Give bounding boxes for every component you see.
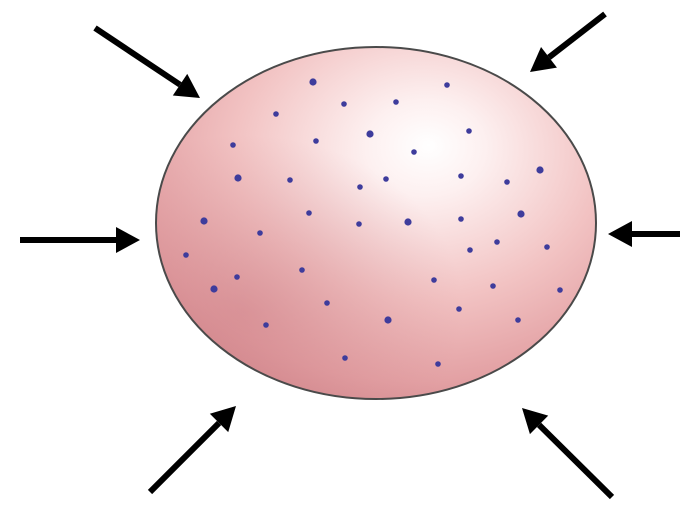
arrow-shaft xyxy=(539,425,612,497)
cell-dot xyxy=(383,176,389,182)
cell-dot xyxy=(210,285,217,292)
cell-dot xyxy=(393,99,399,105)
cell-dot xyxy=(263,322,269,328)
cell xyxy=(156,47,596,399)
cell-dot xyxy=(466,128,472,134)
arrow xyxy=(530,14,605,72)
arrow xyxy=(150,406,236,492)
cell-dot xyxy=(324,300,330,306)
cell-dot xyxy=(431,277,437,283)
cell-dot xyxy=(411,149,417,155)
cell-dot xyxy=(183,252,189,258)
cell-dot xyxy=(444,82,450,88)
cell-dot xyxy=(234,174,241,181)
cell-dot xyxy=(200,217,207,224)
cell-dot xyxy=(287,177,293,183)
cell-dot xyxy=(309,78,316,85)
cell-dot xyxy=(458,173,464,179)
arrow-shaft xyxy=(549,14,605,57)
arrow xyxy=(95,28,200,98)
cell-dot xyxy=(467,247,473,253)
cell-dot xyxy=(490,283,496,289)
cell-dot xyxy=(456,306,462,312)
cell-dot xyxy=(299,267,305,273)
arrow-head xyxy=(116,227,140,253)
arrow xyxy=(522,408,612,497)
cell-dot xyxy=(306,210,312,216)
cell-dot xyxy=(357,184,363,190)
arrow xyxy=(20,227,140,253)
cell-shading xyxy=(156,47,596,399)
cell-dot xyxy=(404,218,411,225)
cell-dot xyxy=(435,361,441,367)
cell-dot xyxy=(341,101,347,107)
cell-dot xyxy=(230,142,236,148)
cell-dot xyxy=(234,274,240,280)
arrow-head xyxy=(608,221,632,247)
cell-dot xyxy=(366,130,373,137)
arrow xyxy=(608,221,680,247)
cell-dot xyxy=(273,111,279,117)
cell-dot xyxy=(515,317,521,323)
cell-dot xyxy=(494,239,500,245)
cell-dot xyxy=(536,166,543,173)
cell-dot xyxy=(544,244,550,250)
cell-dot xyxy=(356,221,362,227)
cell-dot xyxy=(504,179,510,185)
cell-dot xyxy=(342,355,348,361)
cell-dot xyxy=(517,210,524,217)
arrow-shaft xyxy=(150,423,219,492)
cell-dot xyxy=(257,230,263,236)
arrow-shaft xyxy=(95,28,180,85)
cell-dot xyxy=(557,287,563,293)
cell-dot xyxy=(384,316,391,323)
cell-dot xyxy=(313,138,319,144)
cell-dot xyxy=(458,216,464,222)
